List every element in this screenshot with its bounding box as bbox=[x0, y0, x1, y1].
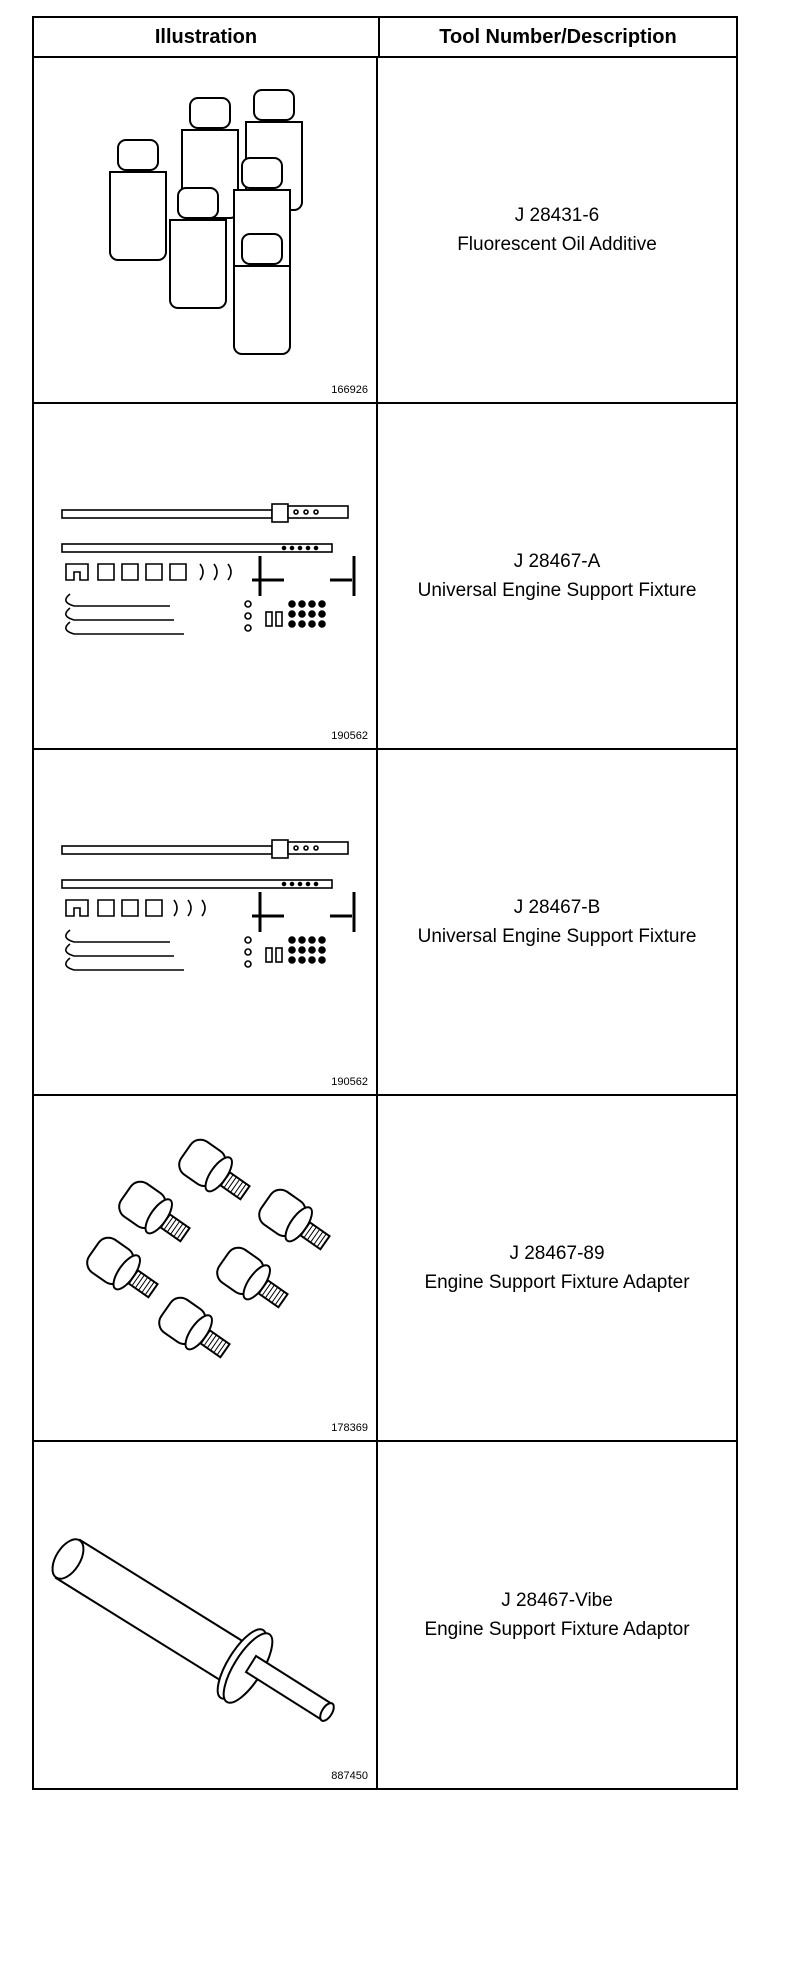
tool-number: J 28467-B bbox=[513, 897, 601, 918]
illustration-cell: 190562 bbox=[34, 750, 378, 1094]
header-illustration: Illustration bbox=[34, 18, 380, 56]
support-fixture-kit-icon bbox=[61, 839, 356, 971]
figure-number: 887450 bbox=[331, 1770, 368, 1782]
support-fixture-kit-icon bbox=[61, 503, 356, 635]
description-cell: J 28467-B Universal Engine Support Fixtu… bbox=[378, 750, 736, 1094]
tool-description: Engine Support Fixture Adapter bbox=[424, 1272, 690, 1293]
description-cell: J 28467-Vibe Engine Support Fixture Adap… bbox=[378, 1442, 736, 1788]
tool-description: Universal Engine Support Fixture bbox=[417, 926, 697, 947]
description-cell: J 28467-89 Engine Support Fixture Adapte… bbox=[378, 1096, 736, 1440]
tool-description: Universal Engine Support Fixture bbox=[417, 580, 697, 601]
description-cell: J 28467-A Universal Engine Support Fixtu… bbox=[378, 404, 736, 748]
adaptor-shaft-icon bbox=[51, 1538, 335, 1722]
threaded-adapters-icon bbox=[81, 1133, 338, 1369]
illustration-cell: 190562 bbox=[34, 404, 378, 748]
illustration-cell: 178369 bbox=[34, 1096, 378, 1440]
tool-description: Engine Support Fixture Adaptor bbox=[424, 1619, 690, 1640]
figure-number: 190562 bbox=[331, 730, 368, 742]
bottles-icon bbox=[109, 89, 303, 355]
illustration-cell: 166926 bbox=[34, 58, 378, 402]
figure-number: 190562 bbox=[331, 1076, 368, 1088]
table-row: 190562 J 28467-A Universal Engine Suppor… bbox=[34, 404, 736, 750]
table-row: 166926 J 28431-6 Fluorescent Oil Additiv… bbox=[34, 58, 736, 404]
description-cell: J 28431-6 Fluorescent Oil Additive bbox=[378, 58, 736, 402]
table-row: 178369 J 28467-89 Engine Support Fixture… bbox=[34, 1096, 736, 1442]
tools-table: Illustration Tool Number/Description 166… bbox=[32, 16, 738, 1790]
table-row: 887450 J 28467-Vibe Engine Support Fixtu… bbox=[34, 1442, 736, 1788]
figure-number: 166926 bbox=[331, 384, 368, 396]
illustration-cell: 887450 bbox=[34, 1442, 378, 1788]
tool-number: J 28467-89 bbox=[509, 1243, 605, 1264]
tool-number: J 28467-A bbox=[513, 551, 601, 572]
figure-number: 178369 bbox=[331, 1422, 368, 1434]
tool-description: Fluorescent Oil Additive bbox=[457, 234, 657, 255]
tool-number: J 28431-6 bbox=[514, 205, 600, 226]
table-header: Illustration Tool Number/Description bbox=[34, 18, 736, 58]
tool-number: J 28467-Vibe bbox=[501, 1590, 613, 1611]
table-row: 190562 J 28467-B Universal Engine Suppor… bbox=[34, 750, 736, 1096]
header-description: Tool Number/Description bbox=[439, 25, 677, 48]
